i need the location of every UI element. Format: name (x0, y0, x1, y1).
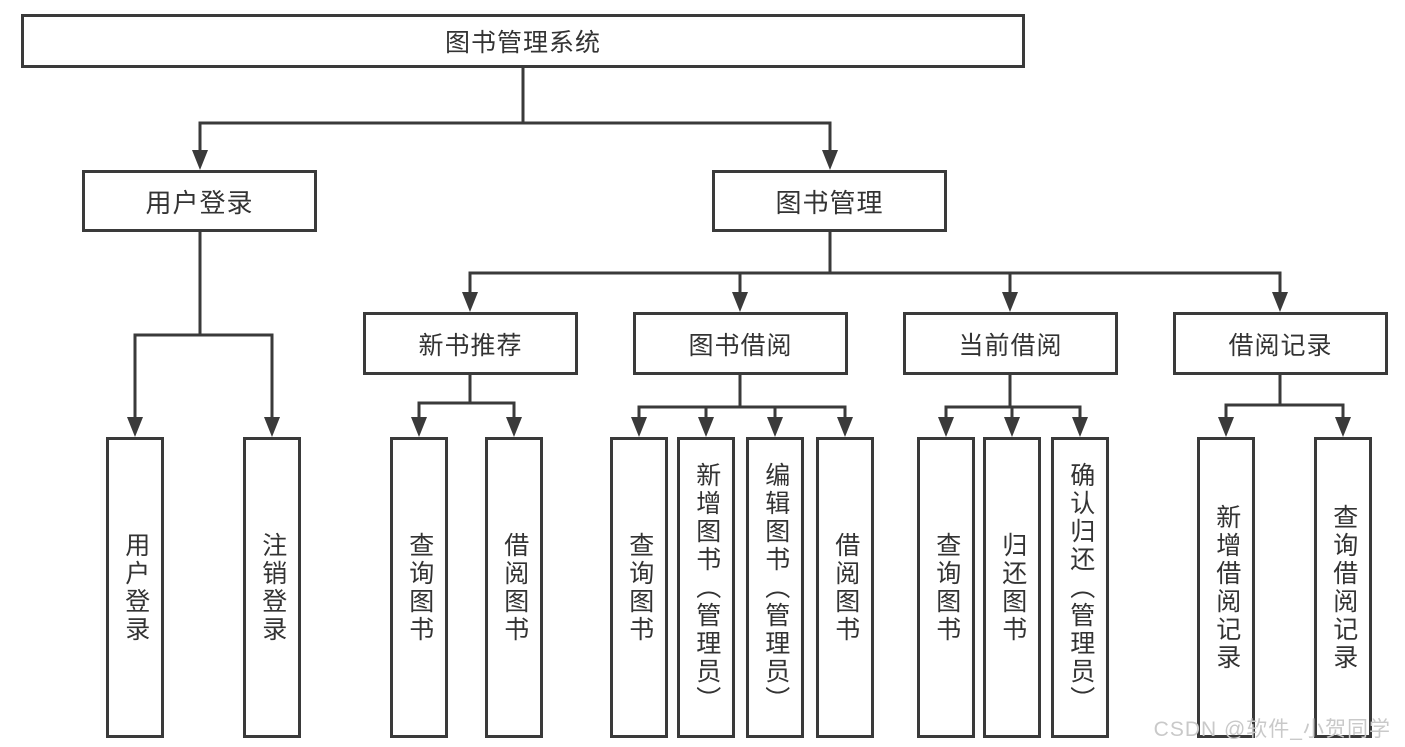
node-label: 新增借阅记录 (1212, 503, 1241, 672)
node-borrowing-add-books-admin: 新增图书（管理员） (677, 437, 735, 738)
node-current-query-books: 查询图书 (917, 437, 975, 738)
node-records-add-borrow-record: 新增借阅记录 (1197, 437, 1255, 738)
node-root: 图书管理系统 (21, 14, 1025, 68)
node-user-login-leaf: 用户登录 (106, 437, 164, 738)
node-current-confirm-return-admin: 确认归还（管理员） (1051, 437, 1109, 738)
node-new-book-recommend: 新书推荐 (363, 312, 578, 375)
node-logout: 注销登录 (243, 437, 301, 738)
node-book-borrowing: 图书借阅 (633, 312, 848, 375)
node-label: 借阅图书 (831, 531, 860, 644)
node-label: 查询借阅记录 (1329, 503, 1358, 672)
node-user-login: 用户登录 (82, 170, 317, 232)
node-label: 查询图书 (625, 531, 654, 644)
node-label: 查询图书 (405, 531, 434, 644)
node-label: 新增图书（管理员） (692, 461, 721, 714)
node-label: 注销登录 (258, 531, 287, 644)
node-borrowing-edit-books-admin: 编辑图书（管理员） (746, 437, 804, 738)
node-label: 编辑图书（管理员） (761, 461, 790, 714)
node-label: 查询图书 (932, 531, 961, 644)
node-label: 归还图书 (998, 531, 1027, 644)
node-borrowing-borrow-books: 借阅图书 (816, 437, 874, 738)
node-recommend-query-books: 查询图书 (390, 437, 448, 738)
watermark: CSDN @软件_小贺同学 (1153, 718, 1391, 741)
node-label: 确认归还（管理员） (1066, 461, 1095, 714)
node-label: 用户登录 (121, 531, 150, 644)
node-current-borrowing: 当前借阅 (903, 312, 1118, 375)
node-records-query-borrow-record: 查询借阅记录 (1314, 437, 1372, 738)
node-book-management: 图书管理 (712, 170, 947, 232)
node-recommend-borrow-books: 借阅图书 (485, 437, 543, 738)
node-current-return-books: 归还图书 (983, 437, 1041, 738)
node-label: 借阅图书 (500, 531, 529, 644)
node-borrowing-records: 借阅记录 (1173, 312, 1388, 375)
node-borrowing-query-books: 查询图书 (610, 437, 668, 738)
